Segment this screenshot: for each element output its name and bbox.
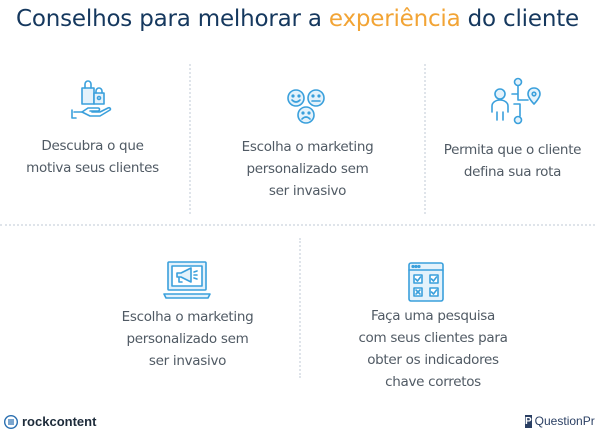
title-prefix: Conselhos para melhorar a [16,6,322,32]
shopping-bag-hand-icon [70,76,114,122]
rockcontent-mark-icon [4,414,18,429]
title-suffix: do cliente [467,6,580,32]
tip-card-4-line-3: ser invasivo [148,353,227,369]
vertical-separator-2 [424,64,426,214]
tip-card-2-text: Escolha o marketing personalizado sem se… [195,136,420,202]
tip-card-3-line-1: Permita que o cliente [443,142,582,158]
vertical-separator-1 [189,64,191,214]
tip-card-1: Descubra o que motiva seus clientes [0,70,185,200]
tip-card-1-line-2: motiva seus clientes [26,160,159,176]
tip-card-5-line-3: obter os indicadores [367,352,499,368]
tip-card-2-line-1: Escolha o marketing [241,139,374,155]
faces-emotion-icon [285,86,331,126]
questionpro-mark-icon: P [525,414,532,428]
tip-card-4-line-1: Escolha o marketing [121,309,254,325]
vertical-separator-3 [299,238,301,378]
tip-card-5: Faça uma pesquisa com seus clientes para… [318,258,548,398]
survey-checklist-icon [406,261,446,303]
title-highlight: experiência [328,6,461,32]
tip-card-2: Escolha o marketing personalizado sem se… [195,70,420,210]
tip-card-3: Permita que o cliente defina sua rota [430,70,595,200]
rockcontent-brand: rockcontent [22,414,97,429]
tip-card-1-text: Descubra o que motiva seus clientes [0,135,185,179]
tip-card-4: Escolha o marketing personalizado sem se… [80,258,295,378]
questionpro-brand: QuestionPro [534,414,595,428]
tip-card-2-line-3: ser invasivo [268,183,347,199]
laptop-megaphone-icon [162,260,212,302]
page-title: Conselhos para melhorar a experiência do… [0,6,595,32]
horizontal-separator [0,224,595,226]
tip-card-4-line-2: personalizado sem [126,331,249,347]
tip-card-5-line-1: Faça uma pesquisa [370,308,496,324]
tip-card-5-text: Faça uma pesquisa com seus clientes para… [318,305,548,393]
tip-card-3-line-2: defina sua rota [463,164,562,180]
person-route-icon [490,76,542,128]
tip-card-2-line-2: personalizado sem [246,161,369,177]
tip-card-5-line-2: com seus clientes para [358,330,508,346]
tip-card-4-text: Escolha o marketing personalizado sem se… [80,306,295,372]
tip-card-5-line-4: chave corretos [385,374,481,390]
tip-card-1-line-1: Descubra o que [41,138,144,154]
rockcontent-logo: rockcontent [4,414,96,429]
questionpro-logo: P QuestionPro [525,414,595,428]
tip-card-3-text: Permita que o cliente defina sua rota [430,139,595,183]
